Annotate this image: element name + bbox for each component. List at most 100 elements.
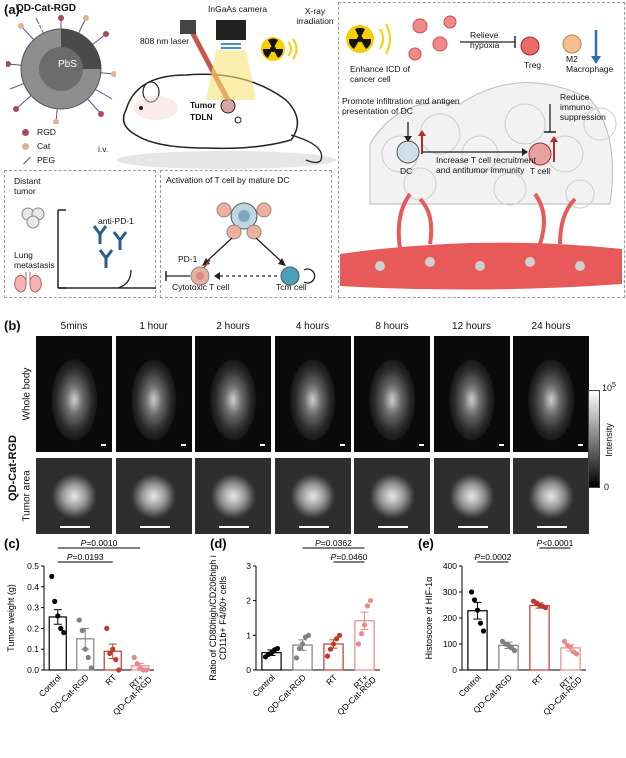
tumor-area-spot — [289, 473, 336, 519]
tumor-area-image — [513, 458, 589, 534]
y-tick-label: 0 — [246, 665, 251, 675]
core-label-pbs: PbS — [58, 59, 77, 70]
y-tick-label: 100 — [443, 639, 457, 649]
timepoint-label: 5mins — [60, 321, 88, 332]
timepoint-label: 2 hours — [216, 321, 250, 332]
distant-tumor-label: Distant tumor — [14, 176, 54, 196]
tumor-area-image — [354, 458, 430, 534]
row-label-wrap-0: Whole body — [20, 336, 34, 452]
whole-body-glow — [369, 359, 415, 441]
scale-bar — [101, 444, 106, 446]
row-label-wrap-1: Tumor area — [20, 458, 34, 534]
data-point — [113, 657, 119, 663]
timepoint-label: 24 hours — [531, 321, 571, 332]
np-title: QD-Cat-RGD — [16, 3, 76, 14]
data-point — [52, 598, 58, 604]
peg-legend-icon — [23, 156, 31, 164]
data-point — [477, 620, 484, 626]
data-point — [131, 654, 137, 661]
timepoint-label: 1 hour — [139, 321, 168, 332]
scale-bar — [180, 444, 186, 446]
promote-label: Promote infiltration and antigen present… — [342, 96, 460, 116]
data-point — [76, 617, 82, 623]
data-point — [324, 653, 331, 659]
panel-letter: (d) — [210, 536, 227, 551]
p-value-label: P<0.0001 — [537, 538, 574, 548]
lung-icon — [14, 272, 42, 293]
data-point — [367, 598, 374, 604]
y-tick-label: 3 — [246, 561, 251, 571]
colorbar-max: 105 — [602, 382, 616, 393]
legend-rgd: RGD — [37, 127, 56, 137]
distant-tumor-icon — [21, 207, 45, 229]
tumor-area-image — [115, 458, 192, 534]
scale-bar — [298, 526, 329, 528]
bar — [467, 610, 488, 671]
p-value-label: P=0.0460 — [331, 552, 368, 562]
data-point — [330, 641, 337, 647]
icd-label: Enhance ICD of cancer cell — [350, 64, 411, 84]
data-point — [361, 622, 368, 628]
colorbar-label-wrap: Intensity — [602, 400, 616, 480]
data-point — [333, 636, 340, 642]
data-point — [107, 650, 113, 656]
whole-body-image — [354, 336, 430, 452]
data-point — [134, 661, 140, 667]
data-point — [355, 641, 362, 647]
reduce-label: Reduce immuno-suppression — [560, 92, 606, 122]
data-point — [474, 607, 481, 613]
colorbar-max-exp: 5 — [612, 382, 616, 389]
x-tick-label: Control — [456, 672, 483, 699]
colorbar-min: 0 — [604, 482, 610, 492]
whole-body-image — [513, 336, 589, 452]
row-group-label-wrap: QD-Cat-RGD — [6, 418, 20, 518]
scale-bar — [498, 444, 504, 446]
x-tick-label: RT — [103, 672, 118, 687]
data-point — [79, 627, 85, 634]
treg-label: Treg — [524, 60, 542, 70]
whole-body-glow — [210, 359, 256, 441]
timepoint-label: 12 hours — [452, 321, 491, 332]
whole-body-image — [195, 336, 271, 452]
whole-body-image — [433, 336, 510, 452]
anti-pd1-label: anti-PD-1 — [98, 216, 134, 226]
core-label-cds: CdS — [34, 22, 52, 32]
tcell-label: T cell — [530, 166, 551, 176]
panel-letter: (e) — [418, 536, 434, 551]
tme-illustration — [340, 15, 622, 290]
data-point — [336, 632, 343, 638]
t-cell-activation-diagram — [165, 202, 316, 286]
whole-body-image — [115, 336, 192, 452]
data-point — [573, 651, 580, 657]
data-point — [471, 597, 478, 603]
anti-pd1-pathway — [57, 209, 156, 289]
data-point — [299, 641, 306, 647]
systemic-effect-box — [4, 170, 156, 298]
panel-a-letter: (a) — [4, 2, 20, 17]
y-tick-label: 0.2 — [27, 623, 39, 633]
data-point — [561, 638, 568, 644]
whole-body-glow — [448, 359, 495, 441]
t-cell-activation-box — [160, 170, 332, 298]
tcm-label: Tcm cell — [276, 282, 307, 292]
laser-label: 808 nm laser — [140, 36, 190, 46]
y-axis-label: Tumor weight (g) — [6, 584, 16, 652]
colorbar-max-base: 10 — [602, 383, 613, 393]
panel-letter: (c) — [4, 536, 20, 551]
dc-label: DC — [400, 166, 413, 176]
ctl-label: Cytotoxic T cell — [172, 282, 230, 292]
tumor-label: Tumor — [190, 100, 216, 110]
tumor-area-spot — [528, 473, 574, 519]
whole-body-image — [36, 336, 112, 452]
data-point — [511, 647, 518, 654]
y-tick-label: 200 — [443, 613, 457, 623]
activation-label: Activation of T cell by mature DC — [166, 175, 290, 185]
y-tick-label: 0.5 — [27, 561, 39, 571]
whole-body-glow — [51, 359, 97, 441]
tumor-area-spot — [369, 473, 415, 519]
scale-bar — [219, 526, 249, 528]
p-value-label: P=0.0010 — [81, 538, 118, 548]
lung-metastasis-label: Lung metastasis — [14, 250, 55, 270]
scale-bar — [578, 444, 583, 446]
